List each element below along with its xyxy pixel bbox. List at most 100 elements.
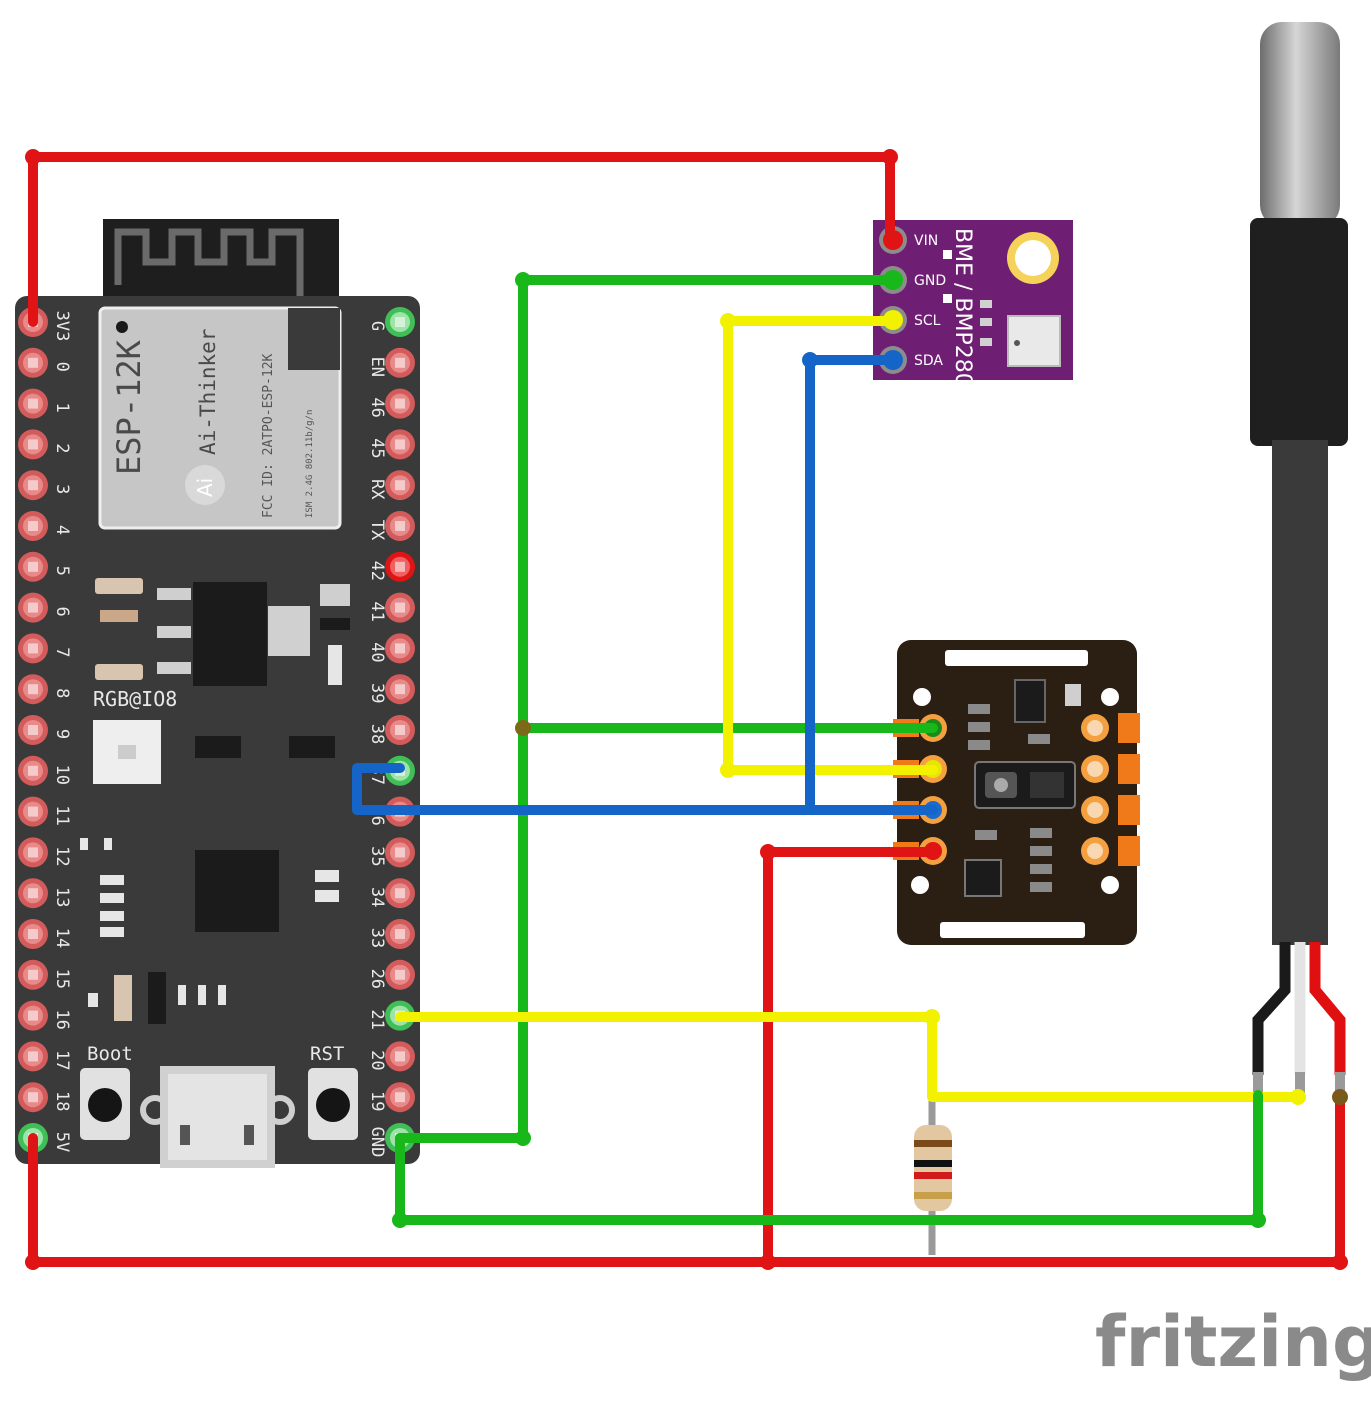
right-pin-33[interactable]: 33 bbox=[367, 919, 415, 949]
right-pin-35[interactable]: 35 bbox=[367, 837, 415, 868]
wire-joint bbox=[760, 844, 776, 860]
fritzing-logo: fritzing bbox=[1095, 1301, 1371, 1383]
left-pin-11[interactable]: 11 bbox=[18, 796, 72, 827]
left-pin-3[interactable]: 3 bbox=[18, 470, 72, 501]
wire-joint bbox=[924, 1009, 940, 1025]
right-pin-label: 40 bbox=[367, 642, 387, 662]
wire-5v-bus[interactable] bbox=[28, 1092, 1345, 1267]
left-pin-0[interactable]: 0 bbox=[18, 347, 72, 378]
left-pin-1[interactable]: 1 bbox=[18, 388, 72, 419]
rst-button[interactable] bbox=[308, 1068, 358, 1140]
right-pin-label: 38 bbox=[367, 724, 387, 744]
wire-joint bbox=[720, 762, 736, 778]
usb-uart-chip bbox=[195, 850, 279, 932]
wire-gnd-bus[interactable] bbox=[395, 1090, 1263, 1225]
esp-module-shield bbox=[98, 306, 342, 530]
right-pin-20[interactable]: 20 bbox=[367, 1041, 415, 1072]
boot-button[interactable] bbox=[80, 1068, 130, 1140]
wire-joint bbox=[1332, 1089, 1348, 1105]
left-pin-6[interactable]: 6 bbox=[18, 592, 72, 623]
right-pin-34[interactable]: 34 bbox=[367, 878, 415, 909]
right-pin-en[interactable]: EN bbox=[367, 347, 415, 378]
breakout-right-pad[interactable] bbox=[1081, 754, 1140, 784]
left-pin-10[interactable]: 10 bbox=[18, 755, 72, 786]
left-pin-9[interactable]: 9 bbox=[18, 715, 72, 745]
right-pin-39[interactable]: 39 bbox=[367, 674, 415, 705]
left-pin-8[interactable]: 8 bbox=[18, 674, 72, 705]
wire-joint bbox=[882, 149, 898, 165]
wire-joint bbox=[720, 313, 736, 329]
left-pin-label: 16 bbox=[52, 1009, 72, 1029]
right-pin-41[interactable]: 41 bbox=[367, 592, 415, 623]
wire-gnd-to-bme-gnd[interactable] bbox=[518, 275, 898, 1143]
right-pin-label: 33 bbox=[367, 928, 387, 948]
breakout-right-pad[interactable] bbox=[1081, 836, 1140, 866]
wire-3v3-to-vin[interactable] bbox=[28, 152, 895, 327]
left-pin-2[interactable]: 2 bbox=[18, 429, 72, 460]
right-pin-g[interactable]: G bbox=[367, 307, 415, 337]
right-pin-rx[interactable]: RX bbox=[367, 470, 415, 501]
left-pin-16[interactable]: 16 bbox=[18, 1000, 72, 1031]
left-pin-label: 0 bbox=[52, 362, 72, 372]
left-pin-label: 5V bbox=[52, 1132, 72, 1152]
wire-joint bbox=[25, 1254, 41, 1270]
bme-title: BME / BMP280 bbox=[950, 228, 975, 387]
right-pin-tx[interactable]: TX bbox=[367, 511, 415, 541]
usb-connector[interactable] bbox=[140, 1066, 295, 1168]
left-pin-18[interactable]: 18 bbox=[18, 1082, 72, 1113]
left-pin-label: 18 bbox=[52, 1091, 72, 1111]
right-pin-26[interactable]: 26 bbox=[367, 959, 415, 990]
right-pin-label: 41 bbox=[367, 601, 387, 621]
maker-logo-circle bbox=[185, 465, 225, 505]
right-pin-46[interactable]: 46 bbox=[367, 388, 415, 419]
probe-cable bbox=[1272, 440, 1328, 945]
left-pin-label: 10 bbox=[52, 765, 72, 785]
esp-dev-board: ESP-12K Ai-Thinker Ai FCC ID: 2ATPO-ESP-… bbox=[15, 219, 420, 1168]
left-pin-12[interactable]: 12 bbox=[18, 837, 72, 868]
right-pin-38[interactable]: 38 bbox=[367, 715, 415, 745]
right-pin-label: 21 bbox=[367, 1009, 387, 1029]
left-pin-label: 1 bbox=[52, 402, 72, 412]
left-pin-label: 3V3 bbox=[52, 311, 72, 342]
bme-pin-label: GND bbox=[914, 273, 946, 289]
left-pin-14[interactable]: 14 bbox=[18, 919, 72, 949]
wire-joint bbox=[515, 272, 531, 288]
probe-wire-black bbox=[1252, 942, 1291, 1075]
probe-steel-tip bbox=[1260, 22, 1340, 227]
left-pin-7[interactable]: 7 bbox=[18, 633, 72, 664]
breakout-right-pad[interactable] bbox=[1081, 713, 1140, 743]
left-pin-label: 9 bbox=[52, 729, 72, 739]
breakout-right-pad[interactable] bbox=[1081, 795, 1140, 825]
left-pin-label: 2 bbox=[52, 443, 72, 453]
right-pin-19[interactable]: 19 bbox=[367, 1082, 415, 1113]
right-pin-label: 26 bbox=[367, 969, 387, 989]
right-pin-header: GEN4645RXTX4241403938373635343326212019G… bbox=[367, 307, 415, 1157]
left-pin-label: 14 bbox=[52, 928, 72, 948]
left-pin-label: 17 bbox=[52, 1050, 72, 1070]
bme-pin-label: SDA bbox=[914, 353, 943, 369]
rst-label: RST bbox=[310, 1043, 344, 1065]
left-pin-5[interactable]: 5 bbox=[18, 551, 72, 582]
wire-sda-to-bme-sda[interactable] bbox=[805, 355, 898, 815]
left-pin-label: 7 bbox=[52, 647, 72, 657]
right-pin-42[interactable]: 42 bbox=[367, 551, 415, 582]
wire-gpio21-to-probe[interactable] bbox=[395, 1012, 1303, 1102]
right-pin-label: 34 bbox=[367, 887, 387, 907]
bme-pin-label: SCL bbox=[914, 313, 941, 329]
right-pin-45[interactable]: 45 bbox=[367, 429, 415, 460]
wire-joint bbox=[1332, 1254, 1348, 1270]
wire-joint bbox=[1290, 1089, 1306, 1105]
left-pin-13[interactable]: 13 bbox=[18, 878, 72, 909]
rgb-label: RGB@IO8 bbox=[93, 687, 177, 711]
wire-scl-to-bme-scl[interactable] bbox=[723, 316, 938, 775]
bme-pin-label: VIN bbox=[914, 233, 938, 249]
module-name: ESP-12K bbox=[110, 339, 148, 475]
wire-joint bbox=[1250, 1212, 1266, 1228]
left-pin-15[interactable]: 15 bbox=[18, 959, 72, 990]
boot-label: Boot bbox=[87, 1043, 133, 1065]
left-pin-4[interactable]: 4 bbox=[18, 511, 72, 541]
right-pin-label: G bbox=[367, 321, 387, 331]
right-pin-40[interactable]: 40 bbox=[367, 633, 415, 664]
left-pin-17[interactable]: 17 bbox=[18, 1041, 72, 1072]
wire-sda-to-esp[interactable] bbox=[352, 763, 938, 815]
